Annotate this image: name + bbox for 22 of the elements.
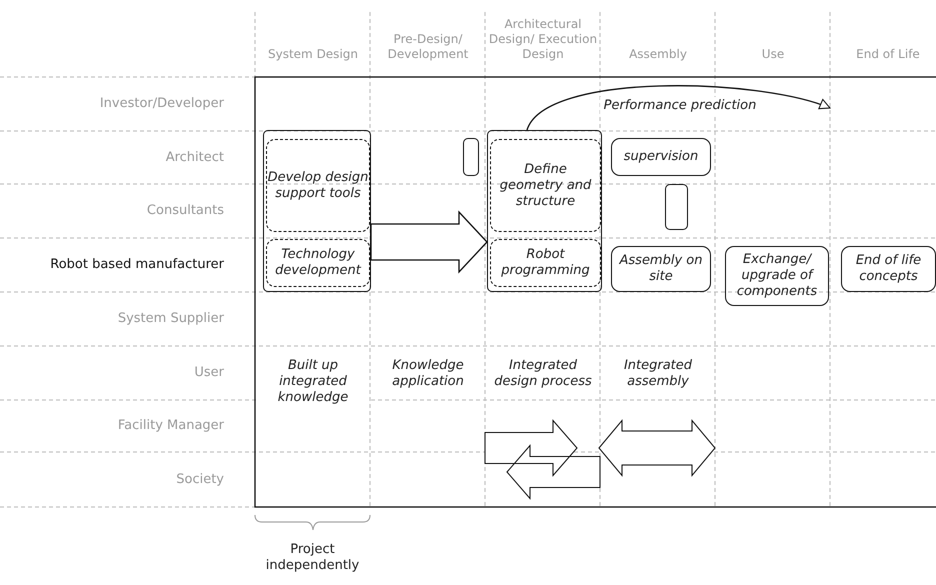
empty-box xyxy=(463,138,479,176)
task-box: Define geometry and structure xyxy=(490,139,601,232)
phase-note: Built up integrated knowledge xyxy=(258,358,368,406)
empty-box xyxy=(665,184,688,230)
process-box: supervision xyxy=(611,138,711,176)
column-header: System Design xyxy=(268,47,358,62)
row-header: Facility Manager xyxy=(118,418,224,434)
task-box: Technology development xyxy=(266,239,370,287)
row-header: System Supplier xyxy=(118,311,224,327)
column-header: Architectural Design/ Execution Design xyxy=(487,17,599,62)
process-box: End of life concepts xyxy=(841,246,936,292)
group-box xyxy=(487,130,602,292)
column-header: Assembly xyxy=(629,47,687,62)
row-header: Society xyxy=(176,472,224,488)
process-box: Assembly on site xyxy=(611,246,711,292)
process-box: Exchange/ upgrade of components xyxy=(725,246,829,306)
arrow xyxy=(526,85,830,130)
task-box: Develop design support tools xyxy=(266,139,370,232)
task-box: Robot programming xyxy=(490,239,601,287)
row-header: Investor/Developer xyxy=(100,96,224,112)
arrow xyxy=(370,210,488,274)
group-box xyxy=(263,130,371,292)
